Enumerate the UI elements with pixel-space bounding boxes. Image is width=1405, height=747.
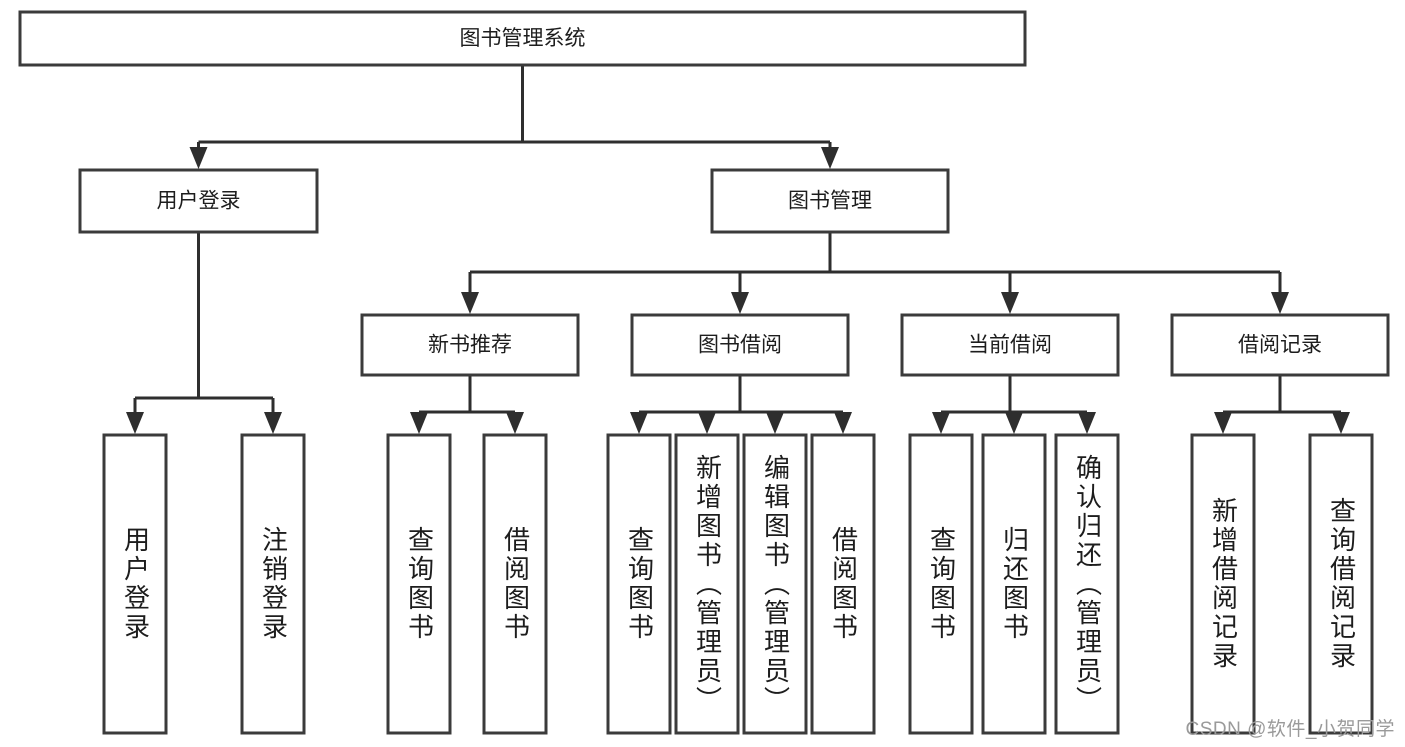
- node-label-book-borrow: 图书借阅: [698, 334, 782, 357]
- arrow-head-icon: [126, 412, 144, 434]
- node-box-leaf-user-logout[interactable]: [240, 433, 306, 735]
- node-label-current-borrow: 当前借阅: [968, 334, 1052, 357]
- arrow-head-icon: [461, 292, 479, 314]
- node-box-leaf-borrow-book-1[interactable]: [482, 433, 548, 735]
- node-label-root: 图书管理系统: [460, 27, 586, 50]
- arrow-head-icon: [1078, 412, 1096, 434]
- node-box-book-manage[interactable]: [710, 168, 950, 234]
- node-box-leaf-edit-book[interactable]: [742, 433, 808, 735]
- arrow-head-icon: [821, 147, 839, 169]
- arrow-head-icon: [264, 412, 282, 434]
- node-box-leaf-add-record[interactable]: [1190, 433, 1256, 735]
- node-label-user-login: 用户登录: [157, 190, 241, 213]
- arrow-head-icon: [1332, 412, 1350, 434]
- arrow-head-icon: [766, 412, 784, 434]
- node-box-leaf-borrow-book-2[interactable]: [810, 433, 876, 735]
- arrow-head-icon: [1271, 292, 1289, 314]
- arrow-head-icon: [698, 412, 716, 434]
- node-box-current-borrow[interactable]: [900, 313, 1120, 377]
- node-box-book-borrow[interactable]: [630, 313, 850, 377]
- csdn-watermark: CSDN @软件_小贺同学: [1185, 719, 1395, 740]
- arrow-head-icon: [506, 412, 524, 434]
- node-box-leaf-query-book-3[interactable]: [908, 433, 974, 735]
- node-label-new-book-recommend: 新书推荐: [428, 334, 512, 357]
- arrow-head-icon: [189, 147, 208, 169]
- node-box-leaf-return-book[interactable]: [981, 433, 1047, 735]
- box-layer: [18, 10, 1390, 735]
- arrow-head-icon: [1005, 412, 1023, 434]
- node-box-new-book-recommend[interactable]: [360, 313, 580, 377]
- arrow-head-icon: [1001, 292, 1019, 314]
- node-box-leaf-confirm-return[interactable]: [1054, 433, 1120, 735]
- node-box-leaf-add-book[interactable]: [674, 433, 740, 735]
- node-box-borrow-record[interactable]: [1170, 313, 1390, 377]
- node-box-leaf-query-book-1[interactable]: [386, 433, 452, 735]
- node-box-leaf-query-record[interactable]: [1308, 433, 1374, 735]
- node-label-borrow-record: 借阅记录: [1238, 334, 1322, 357]
- node-box-user-login[interactable]: [78, 168, 319, 234]
- arrow-head-icon: [932, 412, 950, 434]
- arrow-head-icon: [410, 412, 428, 434]
- arrow-head-icon: [1214, 412, 1232, 434]
- node-box-leaf-user-login[interactable]: [102, 433, 168, 735]
- connector-layer: [126, 65, 1350, 434]
- arrow-head-icon: [834, 412, 852, 434]
- node-box-root[interactable]: [18, 10, 1027, 67]
- node-box-leaf-query-book-2[interactable]: [606, 433, 672, 735]
- arrow-head-icon: [731, 292, 749, 314]
- arrow-head-icon: [630, 412, 648, 434]
- node-label-book-manage: 图书管理: [788, 190, 872, 213]
